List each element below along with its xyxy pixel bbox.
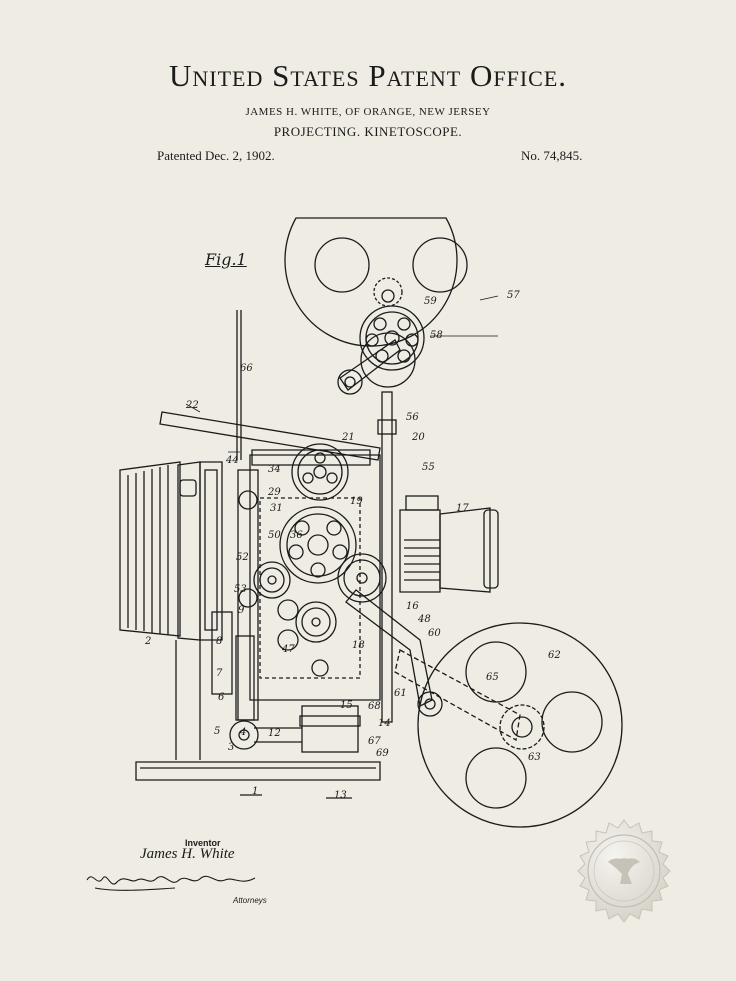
gear-31 bbox=[291, 443, 349, 501]
office-title: United States Patent Office. bbox=[168, 58, 568, 93]
eagle-icon bbox=[608, 858, 640, 884]
ref-58: 58 bbox=[430, 330, 443, 341]
ref-55: 55 bbox=[422, 462, 435, 473]
ref-9: 9 bbox=[238, 605, 245, 616]
ref-59: 59 bbox=[424, 296, 437, 307]
attorney-signature bbox=[86, 875, 256, 891]
invention-title: PROJECTING. KINETOSCOPE. bbox=[273, 124, 463, 139]
ref-68: 68 bbox=[368, 701, 381, 712]
ref-19: 19 bbox=[350, 496, 363, 507]
ref-53: 53 bbox=[234, 584, 247, 595]
ref-14: 14 bbox=[378, 718, 391, 729]
ref-44: 44 bbox=[226, 455, 239, 466]
ref-18: 18 bbox=[352, 640, 365, 651]
ref-36: 36 bbox=[290, 530, 303, 541]
projector-body bbox=[249, 454, 381, 701]
ref-21: 21 bbox=[342, 432, 355, 443]
ref-5: 5 bbox=[214, 726, 221, 737]
ref-7: 7 bbox=[216, 668, 223, 679]
inventor-line: JAMES H. WHITE, OF ORANGE, NEW JERSEY bbox=[245, 106, 491, 118]
ref-29: 29 bbox=[268, 487, 281, 498]
gear-47 bbox=[295, 601, 337, 643]
ref-17: 17 bbox=[456, 503, 469, 514]
lower-reel bbox=[417, 622, 623, 828]
ref-1: 1 bbox=[252, 786, 259, 797]
ref-3: 3 bbox=[228, 742, 235, 753]
upper-gear bbox=[359, 305, 425, 371]
ref-16: 16 bbox=[406, 601, 419, 612]
ref-15: 15 bbox=[340, 700, 353, 711]
inventor-signature: James H. White bbox=[140, 846, 235, 862]
ref-61: 61 bbox=[394, 688, 407, 699]
ref-57: 57 bbox=[507, 290, 520, 301]
ref-4: 4 bbox=[240, 727, 247, 738]
ref-6: 6 bbox=[218, 692, 225, 703]
ref-69: 69 bbox=[376, 748, 389, 759]
ref-48: 48 bbox=[418, 614, 431, 625]
ref-52: 52 bbox=[236, 552, 249, 563]
baseplate bbox=[135, 761, 381, 781]
patented-date: Patented Dec. 2, 1902. bbox=[157, 148, 275, 163]
patent-number: No. 74,845. bbox=[521, 148, 583, 163]
ref-62: 62 bbox=[548, 650, 561, 661]
ref-12: 12 bbox=[268, 728, 281, 739]
embossed-seal bbox=[577, 819, 671, 923]
ref-65: 65 bbox=[486, 672, 499, 683]
ref-34: 34 bbox=[268, 464, 281, 475]
gear-36 bbox=[279, 506, 357, 584]
figure-label: Fig.1 bbox=[205, 250, 247, 269]
ref-31: 31 bbox=[270, 503, 283, 514]
ref-50: 50 bbox=[268, 530, 281, 541]
gear-53 bbox=[253, 561, 291, 599]
ref-56: 56 bbox=[406, 412, 419, 423]
ref-67: 67 bbox=[368, 736, 381, 747]
ref-63: 63 bbox=[528, 752, 541, 763]
ref-20: 20 bbox=[412, 432, 425, 443]
inventor-heading: Inventor bbox=[185, 838, 221, 848]
ref-66: 66 bbox=[240, 363, 253, 374]
ref-60: 60 bbox=[428, 628, 441, 639]
ref-8: 8 bbox=[216, 636, 223, 647]
gear-19 bbox=[337, 553, 387, 603]
ref-22: 22 bbox=[186, 400, 199, 411]
attorneys-label: Attorneys bbox=[233, 896, 267, 905]
ref-2: 2 bbox=[145, 636, 152, 647]
upper-reel bbox=[284, 217, 458, 347]
bellows bbox=[119, 461, 181, 637]
ref-47: 47 bbox=[282, 644, 295, 655]
ref-13: 13 bbox=[334, 790, 347, 801]
